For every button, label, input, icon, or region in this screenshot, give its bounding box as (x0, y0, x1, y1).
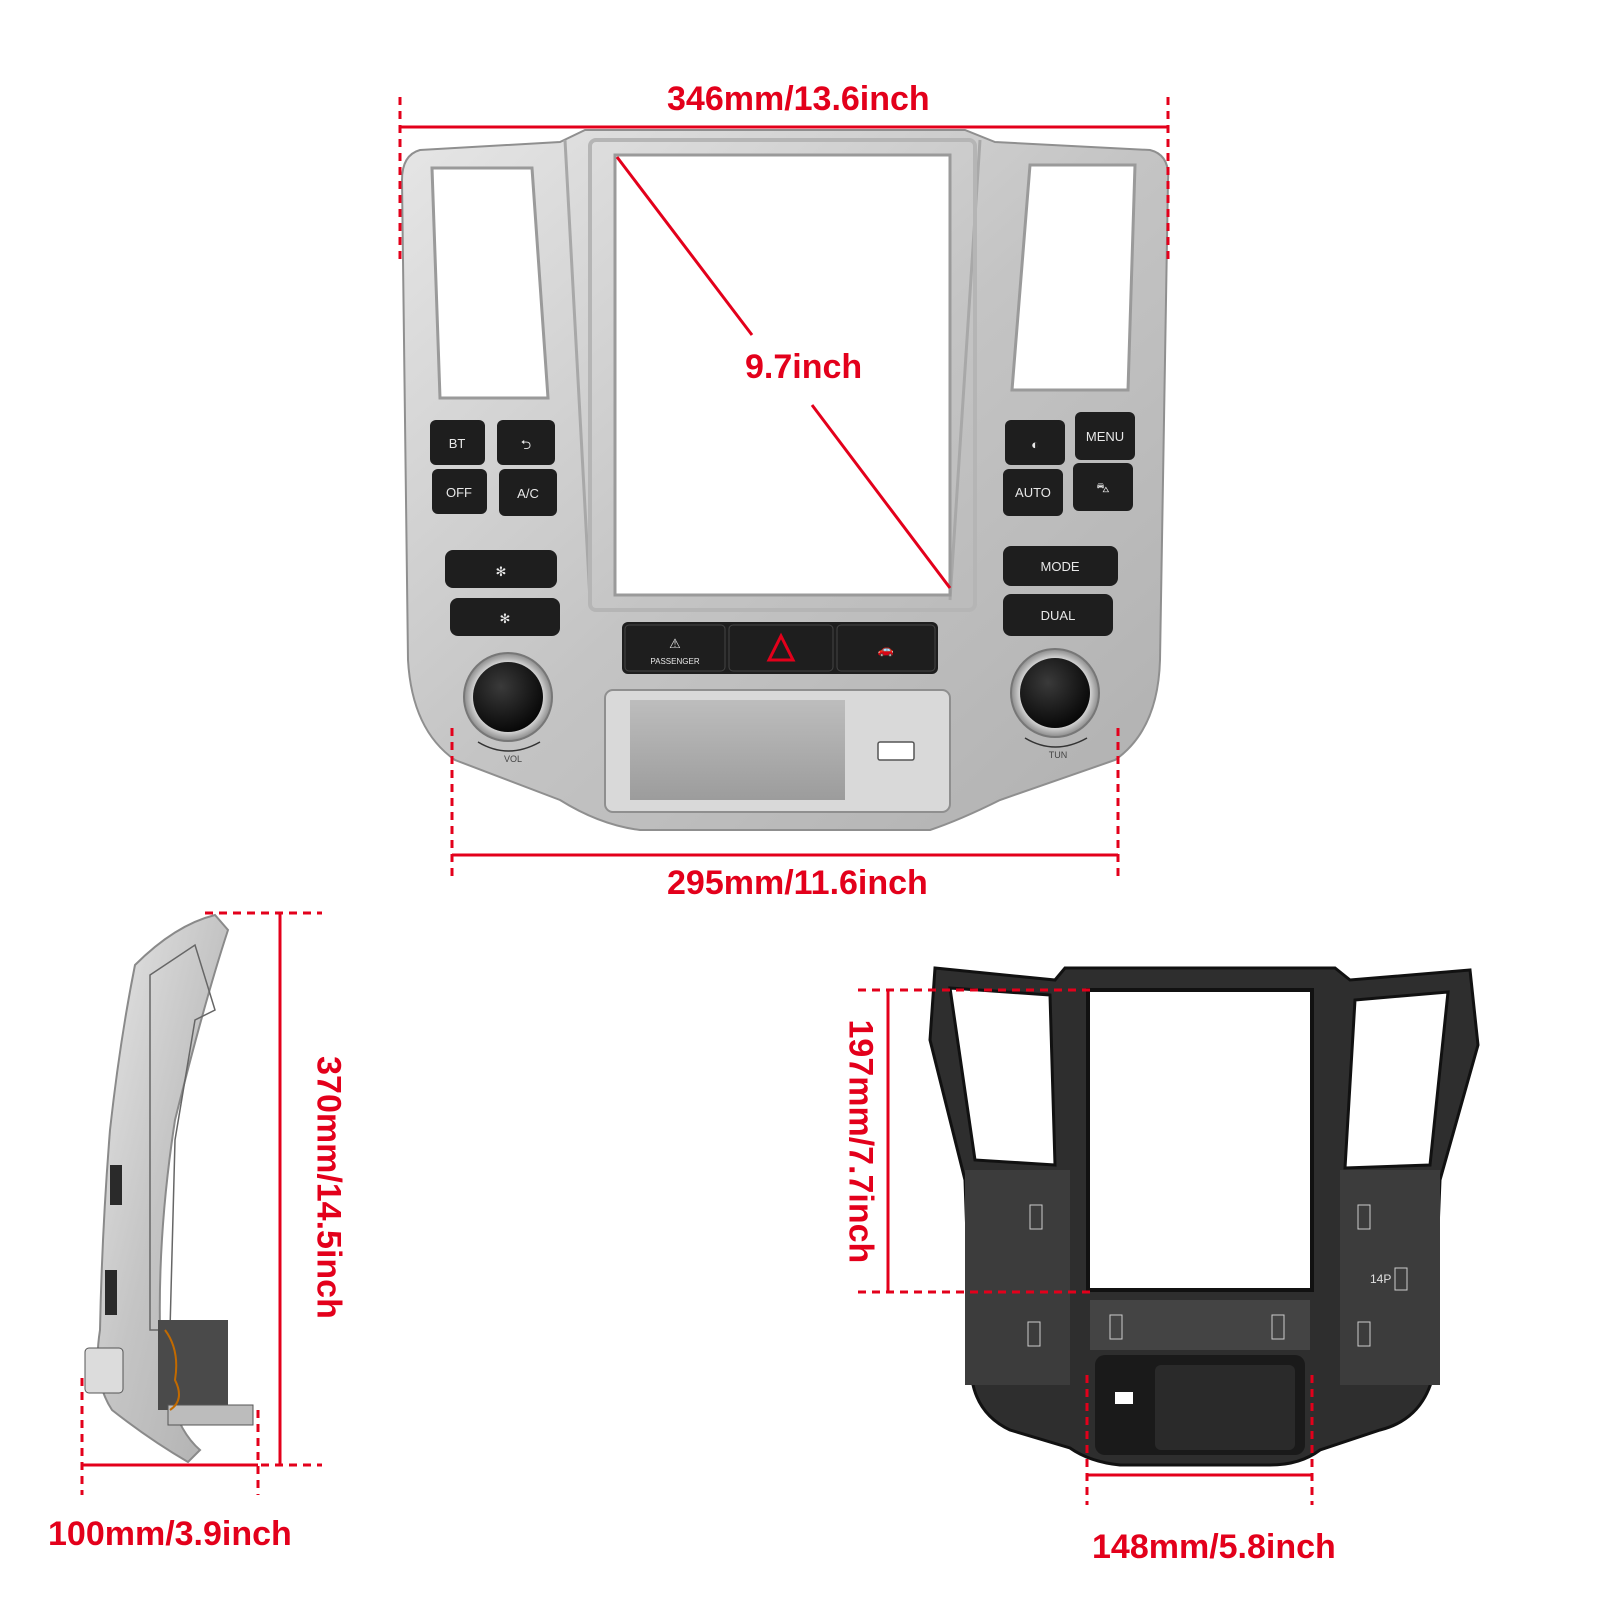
ac-button[interactable] (499, 469, 557, 516)
back-screen-height-label: 197mm/7.7inch (841, 1019, 880, 1264)
ac-button-label: A/C (517, 486, 539, 501)
back-view: 14P (928, 966, 1480, 1467)
vol-knob[interactable]: VOL (463, 652, 553, 764)
fan-up-button[interactable] (445, 550, 557, 588)
side-height-label: 370mm/14.5inch (309, 1056, 348, 1319)
fan-icon: ✻ (496, 564, 507, 579)
menu-button[interactable] (1075, 412, 1135, 460)
center-button-row: ⚠ PASSENGER 🚗 (622, 622, 938, 674)
right-vent-opening (1010, 163, 1137, 392)
dual-button[interactable] (1003, 594, 1113, 636)
hazard-button[interactable] (728, 624, 834, 672)
car-icon: 🚗 (878, 642, 894, 657)
left-button-cluster: BT ⮌ OFF A/C ✻ ✻ (430, 420, 560, 636)
tun-knob[interactable]: TUN (1010, 648, 1100, 760)
mode-button-label: MODE (1041, 559, 1080, 574)
steering-icon: ◐ (1031, 437, 1039, 452)
front-view: BT ⮌ OFF A/C ✻ ✻ ◐ MENU AUTO ⛍ MODE DUAL (400, 129, 1170, 831)
left-vent-opening (430, 166, 550, 400)
front-bottom-width-label: 295mm/11.6inch (667, 864, 928, 902)
recirculation-button[interactable] (1073, 463, 1133, 511)
bt-button-label: BT (449, 436, 466, 451)
auto-button-label: AUTO (1015, 485, 1051, 500)
front-dimension-lines (398, 97, 1170, 880)
side-view (84, 913, 254, 1464)
hazard-icon (766, 632, 796, 662)
passenger-airbag-button[interactable] (624, 624, 726, 672)
auto-button[interactable] (1003, 469, 1063, 516)
fan-down-button[interactable] (450, 598, 560, 636)
side-dimension-lines (80, 911, 322, 1495)
airbag-icon: ⚠ (669, 636, 681, 651)
screen-diagonal-label: 9.7inch (745, 348, 863, 386)
vol-label: VOL (504, 754, 522, 764)
mode-button[interactable] (1003, 546, 1118, 586)
car-recirculation-icon: ⛍ (1096, 480, 1109, 495)
back-button[interactable] (497, 420, 555, 465)
tun-label: TUN (1049, 750, 1068, 760)
back-screen-opening (1086, 988, 1314, 1292)
back-dimension-lines (858, 988, 1314, 1505)
seat-button[interactable] (1005, 420, 1065, 465)
recirculation-center-button[interactable] (836, 624, 936, 672)
back-arrow-icon: ⮌ (521, 437, 531, 452)
bt-button[interactable] (430, 420, 485, 465)
back-bottom-width-label: 148mm/5.8inch (1092, 1528, 1336, 1566)
off-button-label: OFF (446, 485, 472, 500)
tray-latch[interactable] (877, 741, 915, 761)
front-top-width-label: 346mm/13.6inch (667, 80, 930, 118)
passenger-label: PASSENGER (650, 657, 699, 666)
side-depth-label: 100mm/3.9inch (48, 1515, 292, 1553)
dual-button-label: DUAL (1041, 608, 1076, 623)
menu-button-label: MENU (1086, 429, 1124, 444)
off-button[interactable] (432, 469, 487, 514)
right-button-cluster: ◐ MENU AUTO ⛍ MODE DUAL (1003, 412, 1135, 636)
fan-icon-small: ✻ (500, 611, 511, 626)
back-connector-label: 14P (1370, 1272, 1391, 1286)
